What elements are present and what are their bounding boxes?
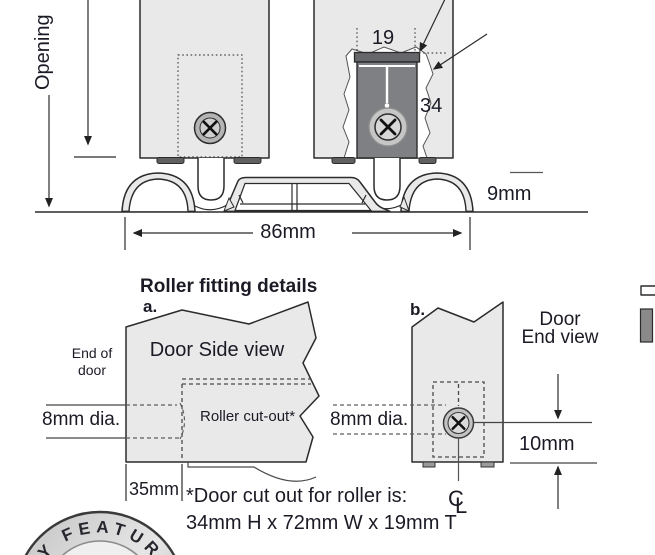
hole-dim-b-label: 8mm dia. <box>330 409 409 430</box>
footnote-line2: 34mm H x 72mm W x 19mm T <box>186 512 457 534</box>
opening-label: Opening <box>32 14 54 90</box>
roller-cutout-dotted-outline <box>177 54 243 158</box>
right-door-panel <box>313 0 488 164</box>
roller-cutout-dashed-rect <box>181 378 311 459</box>
door-end-view-title: Door End view <box>516 309 604 348</box>
dim-86mm-lines <box>124 217 471 250</box>
dim-19-label: 19 <box>371 27 395 49</box>
legend-partial-swatches <box>639 285 655 343</box>
footnote-line1: *Door cut out for roller is: <box>186 485 408 507</box>
dim-35mm-ticks <box>125 464 183 501</box>
section-a-door-side-view <box>46 301 320 501</box>
screw-roller-unit <box>368 107 408 147</box>
callout-arrows <box>419 0 488 70</box>
opening-dimension-arrows <box>44 0 116 208</box>
centerline-symbol-c: C <box>448 486 464 511</box>
section-a-label: a. <box>143 297 158 316</box>
door-side-view-title: Door Side view <box>149 339 285 361</box>
track-cross-section <box>121 172 474 213</box>
dim-35mm-label: 35mm <box>128 479 179 499</box>
dim-9mm-label: 9mm <box>487 183 532 205</box>
key-features-stamp: KEY FEATURES <box>17 510 177 555</box>
left-roller-stem <box>197 158 225 201</box>
end-of-door-line1: End of <box>71 345 113 361</box>
door-end-view-line1: Door <box>539 309 581 330</box>
screw-end-view <box>442 407 475 439</box>
left-door-panel <box>139 0 270 164</box>
dim-86mm-label: 86mm <box>260 221 316 243</box>
door-end-view-line2: End view <box>521 327 599 348</box>
dim-19-guides <box>356 28 446 54</box>
dim-10mm-label: 10mm <box>519 433 575 455</box>
screw-left-panel <box>193 111 227 145</box>
fitting-details-heading: Roller fitting details <box>140 276 318 297</box>
hole-dim-a-label: 8mm dia. <box>42 409 121 430</box>
end-of-door-line2: door <box>77 362 107 378</box>
end-of-door-label: End of door <box>62 345 122 379</box>
section-b-door-end-view: C L <box>333 301 597 518</box>
section-b-label: b. <box>410 300 426 319</box>
centerline-symbol-l: L <box>455 493 467 518</box>
dim-10mm-lines <box>474 374 597 509</box>
roller-cutout-label: Roller cut-out* <box>200 408 296 425</box>
right-roller-stem <box>373 158 401 201</box>
dim-34-label: 34 <box>420 95 443 117</box>
roller-top-cap <box>353 51 421 63</box>
hole-end-dashed-arc <box>179 402 186 440</box>
